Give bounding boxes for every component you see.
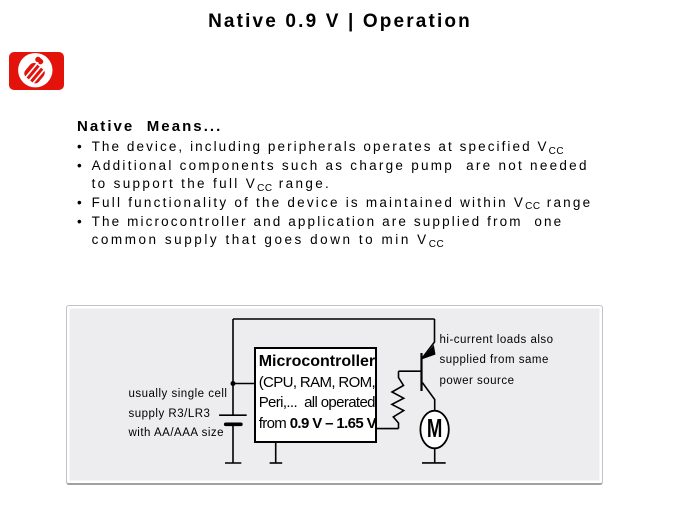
svg-text:M: M <box>427 414 443 443</box>
